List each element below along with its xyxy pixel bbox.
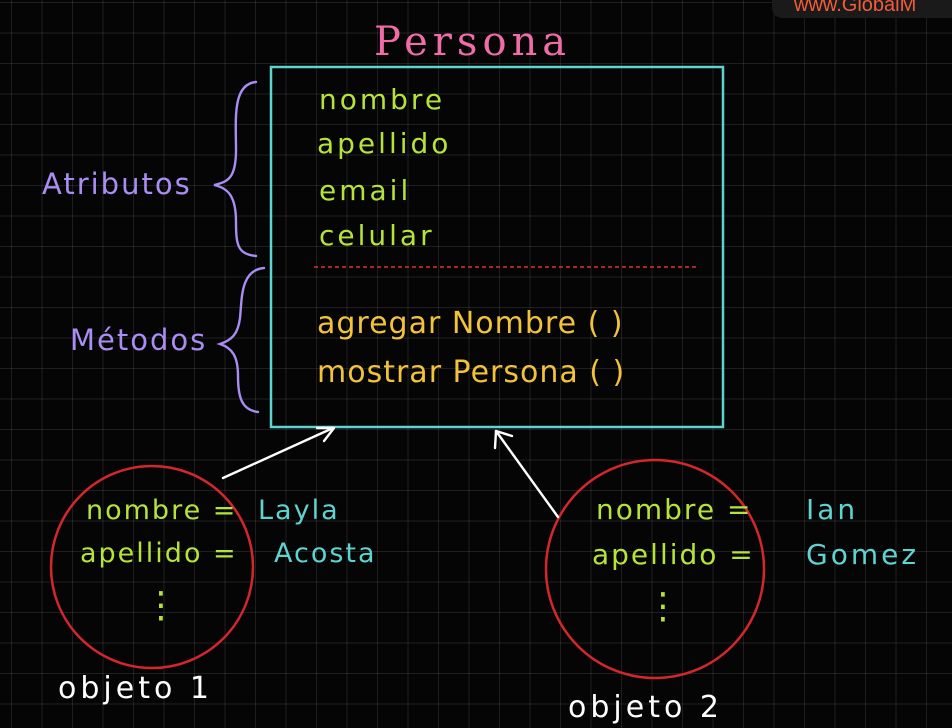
object-2-field-label: nombre = (596, 493, 753, 526)
object-1-field-value: Layla (258, 495, 340, 526)
object-1-ellipsis: ⋮ (143, 585, 179, 626)
arrow-object-2-to-class (493, 429, 560, 519)
attributes-label: Atributos (42, 167, 192, 201)
attribute-item: apellido (317, 127, 452, 160)
object-2-field-value: Ian (806, 493, 859, 526)
object-1-caption: objeto 1 (58, 671, 213, 706)
attribute-item: celular (319, 219, 435, 252)
object-1-field-value: Acosta (274, 538, 377, 569)
object-2-ellipsis: ⋮ (645, 586, 681, 627)
object-2-field-value: Gomez (806, 538, 920, 571)
attribute-item: nombre (319, 83, 446, 116)
class-box (269, 65, 725, 429)
method-item: agregar Nombre ( ) (317, 306, 624, 341)
object-1-field-label: nombre = (86, 495, 238, 526)
object-2-caption: objeto 2 (568, 690, 723, 725)
arrow-object-1-to-class (221, 426, 336, 480)
object-2-circle (544, 458, 766, 680)
methods-brace (216, 266, 266, 414)
attributes-brace (213, 80, 258, 258)
class-title: Persona (374, 19, 572, 65)
watermark-text: www.GlobalM (794, 0, 917, 16)
method-item: mostrar Persona ( ) (317, 355, 626, 390)
watermark: www.GlobalM (772, 0, 952, 18)
object-2-field-label: apellido = (592, 538, 755, 571)
object-1-circle (49, 464, 255, 670)
object-1-field-label: apellido = (80, 538, 238, 569)
attribute-item: email (319, 174, 412, 207)
methods-label: Métodos (70, 323, 208, 357)
